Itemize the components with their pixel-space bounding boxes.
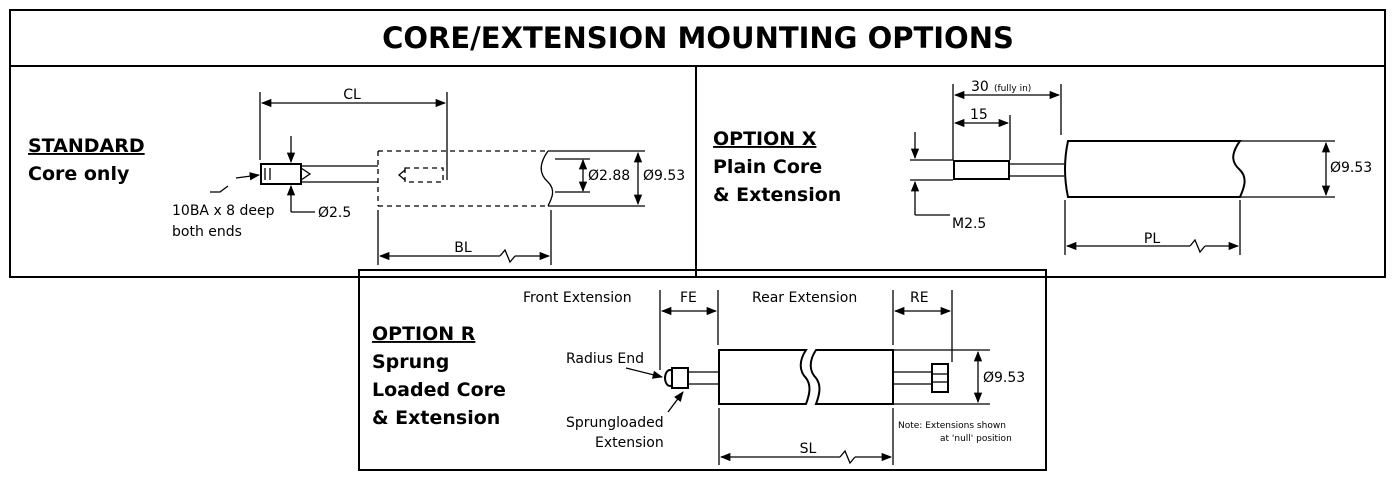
note-line2: at 'null' position xyxy=(940,434,1012,444)
r-core-body-left xyxy=(718,349,811,405)
option-x-line1: Plain Core xyxy=(713,156,822,178)
sprung-collar xyxy=(671,367,689,389)
pl-label: PL xyxy=(1144,231,1160,247)
sprung-label-2: Extension xyxy=(595,435,664,451)
x-dia-label: Ø9.53 xyxy=(1330,160,1372,176)
x-thread-stub xyxy=(953,160,1010,180)
thread-arrow xyxy=(235,172,261,181)
sl-label: SL xyxy=(800,441,817,457)
option-r-line2: Loaded Core xyxy=(372,379,506,401)
option-r-section: OPTION R Sprung Loaded Core & Extension … xyxy=(372,290,1025,465)
option-x-panel xyxy=(695,65,1386,278)
dia-outer-label: Ø9.53 xyxy=(643,168,685,184)
x-core-body xyxy=(1064,140,1246,198)
option-x-section: OPTION X Plain Core & Extension 30 (full… xyxy=(713,79,1372,255)
rear-nut xyxy=(931,363,949,393)
front-extension-label: Front Extension xyxy=(523,290,632,306)
option-r-panel xyxy=(358,269,1047,471)
inner-thread xyxy=(404,167,444,183)
core-tip-point xyxy=(300,167,312,181)
body-break xyxy=(540,150,554,207)
core-tip xyxy=(260,163,302,185)
r-dia-label: Ø9.53 xyxy=(983,370,1025,386)
cl-label: CL xyxy=(343,87,361,103)
dim-30-label: 30 xyxy=(971,79,989,95)
pl-break xyxy=(1189,238,1206,254)
m25-label: M2.5 xyxy=(952,216,986,232)
thread-line1: 10BA x 8 deep xyxy=(172,203,275,219)
re-label: RE xyxy=(910,290,929,306)
option-r-heading: OPTION R xyxy=(372,323,476,345)
frames xyxy=(9,9,1386,471)
sprung-arrow xyxy=(667,391,684,413)
standard-subheading: Core only xyxy=(28,163,130,185)
dim-15-label: 15 xyxy=(970,107,988,123)
bl-label: BL xyxy=(454,240,472,256)
option-r-line1: Sprung xyxy=(372,351,449,373)
rear-extension-label: Rear Extension xyxy=(752,290,857,306)
option-x-line2: & Extension xyxy=(713,184,841,206)
thread-line2: both ends xyxy=(172,224,242,240)
dim-30-note: (fully in) xyxy=(994,84,1031,94)
standard-section: STANDARD Core only CL Ø2.5 Ø2.88 xyxy=(28,87,685,265)
page-title: CORE/EXTENSION MOUNTING OPTIONS xyxy=(382,21,1014,55)
note-line1: Note: Extensions shown xyxy=(898,421,1006,431)
inner-thread-point xyxy=(397,169,406,181)
r-core-body-right xyxy=(809,349,894,405)
thread-leader xyxy=(210,185,229,193)
standard-heading: STANDARD xyxy=(28,135,145,157)
dia-inner-label: Ø2.88 xyxy=(588,168,630,184)
fe-label: FE xyxy=(680,290,697,306)
option-r-line3: & Extension xyxy=(372,407,500,429)
bl-break xyxy=(499,248,516,264)
radius-end-label: Radius End xyxy=(566,351,644,367)
dia-small-label: Ø2.5 xyxy=(318,205,351,221)
radius-end-arrow xyxy=(625,367,664,379)
option-x-heading: OPTION X xyxy=(713,128,817,150)
sl-break xyxy=(839,449,856,465)
sprung-label-1: Sprungloaded xyxy=(566,415,664,431)
